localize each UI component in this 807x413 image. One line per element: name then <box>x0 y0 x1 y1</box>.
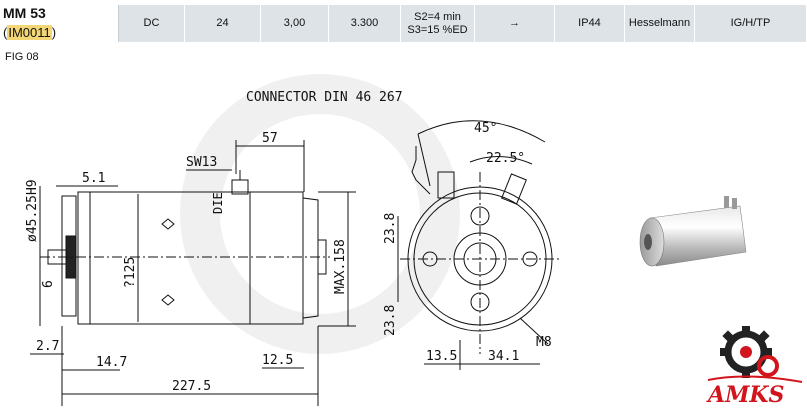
dim-45-deg: 45° <box>474 121 497 136</box>
dim-max-158: MAX.158 <box>333 239 348 294</box>
spec-class: IG/H/TP <box>694 4 807 43</box>
end-view <box>397 120 560 370</box>
dim-5-1: 5.1 <box>82 171 105 186</box>
spec-current-type: DC <box>118 4 185 43</box>
spec-voltage: 24 <box>184 4 261 43</box>
code-close-paren: ) <box>51 25 57 40</box>
motor-photo <box>639 196 747 267</box>
model-name: MM 53 <box>3 5 46 21</box>
spec-power: 3,00 <box>260 4 329 43</box>
connector-label: CONNECTOR DIN 46 267 <box>246 90 403 105</box>
dim-sw13: SW13 <box>186 155 217 170</box>
dim-22-5-deg: 22.5° <box>486 151 525 166</box>
dim-6: 6 <box>41 280 56 288</box>
gear-icon <box>720 326 772 378</box>
model-code-highlight: IM0011 <box>7 25 52 40</box>
spec-protection: IP44 <box>554 4 625 43</box>
figure-label: FIG 08 <box>5 51 39 63</box>
model-code: (IM0011) <box>3 25 56 40</box>
dim-57: 57 <box>262 131 278 146</box>
dim-diameter-45-25: ø45.25H9 <box>25 179 40 242</box>
dim-34-1: 34.1 <box>488 349 519 364</box>
side-view <box>30 140 356 406</box>
dim-12-5: 12.5 <box>262 353 293 368</box>
die-mark: DIE <box>211 192 225 214</box>
dim-227-5: 227.5 <box>172 379 211 394</box>
gear-small-icon <box>757 355 779 377</box>
dim-23-8-lower: 23.8 <box>383 305 398 336</box>
amks-logo: AMKS <box>706 326 803 408</box>
dim-14-7: 14.7 <box>96 355 127 370</box>
technical-drawing: CONNECTOR DIN 46 267 57 SW13 5.1 ø45.25H… <box>25 74 560 406</box>
model-title-cell: MM 53 (IM0011) <box>0 0 118 44</box>
dim-2-7: 2.7 <box>36 339 59 354</box>
logo-text: AMKS <box>706 382 784 408</box>
dim-m8: M8 <box>536 335 552 350</box>
dim-13-5: 13.5 <box>426 349 457 364</box>
dim-23-8-upper: 23.8 <box>383 213 398 244</box>
spec-rotation: → <box>474 4 555 43</box>
code-open-paren: ( <box>3 25 8 40</box>
spec-rpm: 3.300 <box>328 4 401 43</box>
dim-125: ?125 <box>123 257 138 288</box>
spec-brand: Hesselmann <box>624 4 695 43</box>
watermark-gear-icon <box>180 74 460 354</box>
